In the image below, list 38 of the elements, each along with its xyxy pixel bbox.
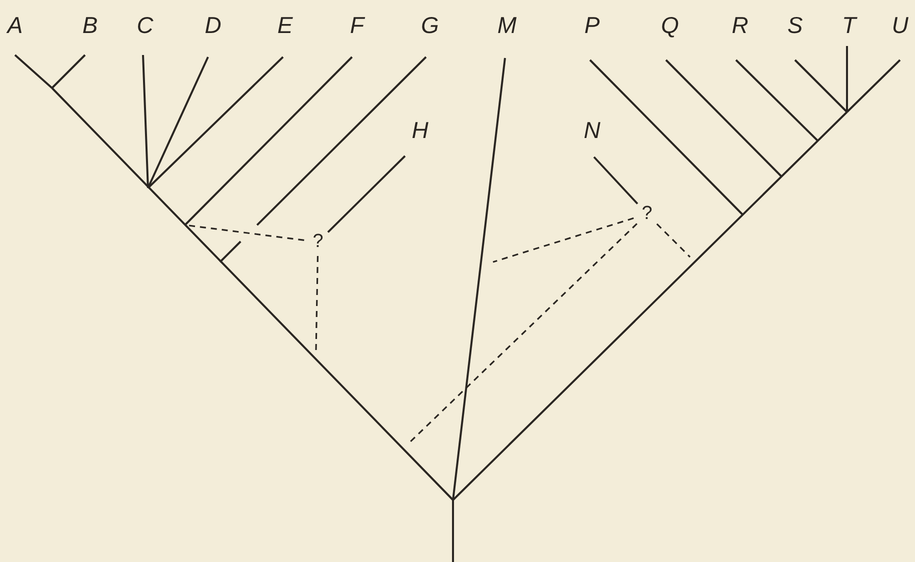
taxon-label: B — [82, 12, 98, 38]
branch-line — [147, 56, 209, 188]
branch-line — [184, 56, 353, 226]
taxon-label: P — [584, 12, 600, 38]
taxon-label: U — [892, 12, 908, 38]
branch-line — [794, 59, 848, 113]
branch-line — [589, 59, 744, 216]
question-mark: ? — [312, 232, 324, 252]
branch-line — [593, 156, 638, 204]
branch-line — [14, 54, 53, 89]
taxon-label: E — [277, 12, 293, 38]
taxon-label: F — [350, 12, 364, 38]
branch-line — [665, 59, 783, 178]
taxon-label: M — [497, 12, 517, 38]
question-mark: ? — [642, 204, 652, 224]
taxon-label: A — [7, 12, 23, 38]
taxon-label: C — [136, 12, 154, 38]
branch-line — [735, 59, 819, 142]
branch-line — [147, 56, 284, 189]
taxon-label: T — [842, 12, 856, 38]
branch-line — [452, 58, 506, 500]
dashed-line — [656, 223, 691, 258]
taxon-label: G — [421, 12, 439, 38]
taxon-label: D — [204, 12, 222, 38]
branch-line — [846, 59, 901, 113]
branch-line — [51, 54, 86, 89]
taxon-label: Q — [661, 12, 679, 38]
dashed-line — [492, 217, 634, 263]
dashed-line — [315, 256, 319, 350]
branch-line — [142, 54, 149, 188]
branch-line — [846, 46, 848, 112]
taxon-label: H — [412, 117, 428, 143]
branch-line — [219, 56, 427, 263]
dashed-line — [409, 223, 638, 443]
branch-line — [327, 155, 406, 233]
taxon-label: N — [584, 117, 600, 143]
taxon-label: S — [787, 12, 803, 38]
taxon-label: R — [732, 12, 748, 38]
